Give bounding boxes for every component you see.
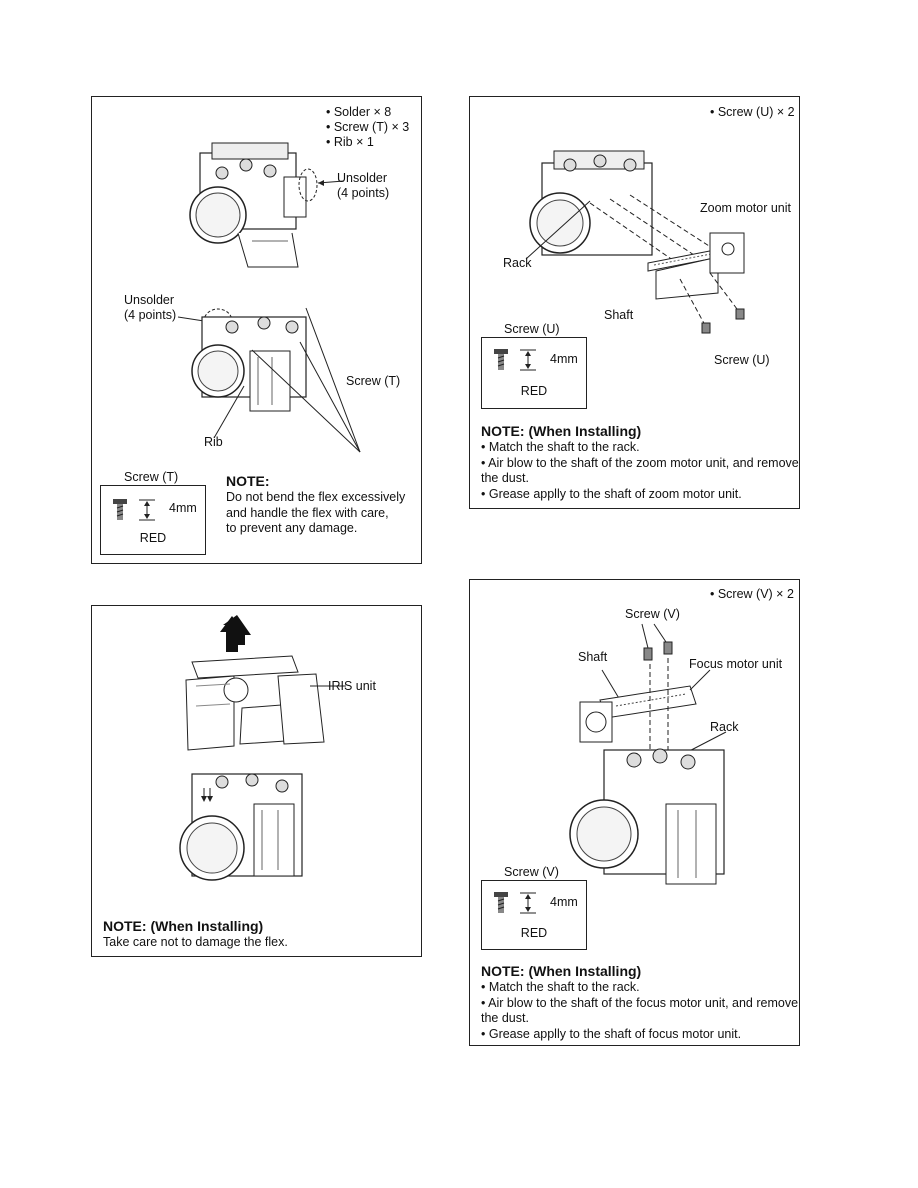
screw-length: 4mm bbox=[550, 895, 578, 909]
focus-motor-illustration bbox=[569, 623, 727, 885]
iris-leader-line bbox=[310, 685, 346, 687]
screw-icon bbox=[113, 499, 155, 521]
panel-iris-unit: IRIS unit NOTE: (When Installing) Take c… bbox=[91, 605, 422, 957]
rack-arrow bbox=[525, 200, 591, 260]
note-line: • Air blow to the shaft of the focus mot… bbox=[481, 995, 799, 1010]
screw-color: RED bbox=[520, 384, 548, 398]
spec-line: • Solder × 8 bbox=[326, 105, 392, 119]
spec-line: • Screw (V) × 2 bbox=[710, 587, 794, 601]
note-heading: NOTE: bbox=[226, 473, 270, 489]
unsolder-label: (4 points) bbox=[124, 308, 177, 322]
shaft-label: Shaft bbox=[578, 650, 608, 664]
shaft-label: Shaft bbox=[604, 308, 634, 322]
unsolder-label: (4 points) bbox=[337, 186, 390, 200]
rib-label: Rib bbox=[204, 435, 223, 449]
screw-spec-box: 4mm RED bbox=[481, 337, 587, 409]
screw-color: RED bbox=[139, 531, 167, 545]
camera-block-illustration-mid bbox=[177, 308, 307, 412]
panel-unsolder-screw-t: • Solder × 8 • Screw (T) × 3 • Rib × 1 U… bbox=[91, 96, 422, 564]
screw-box-title: Screw (T) bbox=[124, 470, 179, 484]
screw-t-label: Screw (T) bbox=[346, 374, 401, 388]
note-line: Take care not to damage the flex. bbox=[103, 935, 288, 949]
note-line: • Air blow to the shaft of the zoom moto… bbox=[481, 455, 799, 470]
rib-arrow bbox=[213, 385, 245, 439]
note-line: • Grease applly to the shaft of focus mo… bbox=[481, 1026, 742, 1041]
rack-label: Rack bbox=[503, 256, 532, 270]
note-line: Do not bend the flex excessively bbox=[226, 490, 406, 504]
spec-line: • Screw (T) × 3 bbox=[326, 120, 410, 134]
note-line: • Grease applly to the shaft of zoom mot… bbox=[481, 486, 742, 501]
panel-zoom-motor: • Screw (U) × 2 Zoom motor unit Rack Sha… bbox=[469, 96, 800, 509]
note-body: Take care not to damage the flex. bbox=[103, 935, 288, 951]
spec-line: • Rib × 1 bbox=[326, 135, 374, 149]
screw-icon bbox=[494, 349, 536, 371]
camera-block-illustration-top bbox=[189, 142, 307, 268]
screw-length: 4mm bbox=[550, 352, 578, 366]
note-heading: NOTE: (When Installing) bbox=[481, 423, 642, 439]
note-body: • Match the shaft to the rack. • Air blo… bbox=[481, 440, 799, 502]
note-line: the dust. bbox=[481, 1011, 529, 1025]
zoom-motor-illustration bbox=[529, 150, 745, 334]
note-line: • Match the shaft to the rack. bbox=[481, 980, 640, 994]
note-heading: NOTE: (When Installing) bbox=[481, 963, 642, 979]
screw-u-label: Screw (U) bbox=[714, 353, 770, 367]
note-heading: NOTE: (When Installing) bbox=[103, 918, 264, 934]
unsolder-marker bbox=[298, 168, 345, 202]
screw-icon bbox=[494, 892, 536, 914]
screw-length: 4mm bbox=[169, 501, 197, 515]
camera-block-illustration-iris bbox=[179, 773, 303, 881]
screw-t-arrows bbox=[251, 307, 361, 453]
screw-spec-box: 4mm RED bbox=[481, 880, 587, 950]
note-line: to prevent any damage. bbox=[226, 521, 358, 535]
iris-unit-label: IRIS unit bbox=[328, 679, 376, 693]
screw-v-label: Screw (V) bbox=[625, 607, 680, 621]
spec-line: • Screw (U) × 2 bbox=[710, 105, 795, 119]
note-line: and handle the flex with care, bbox=[226, 505, 389, 520]
note-body: • Match the shaft to the rack. • Air blo… bbox=[481, 980, 798, 1042]
screw-color: RED bbox=[520, 926, 548, 940]
focus-motor-label: Focus motor unit bbox=[689, 657, 783, 671]
iris-unit-illustration bbox=[185, 615, 325, 751]
unsolder-label: Unsolder bbox=[337, 171, 388, 185]
zoom-motor-label: Zoom motor unit bbox=[700, 201, 792, 215]
screw-spec-box: 4mm RED bbox=[100, 485, 206, 555]
rack-label: Rack bbox=[710, 720, 739, 734]
unsolder-label: Unsolder bbox=[124, 293, 175, 307]
screw-box-title: Screw (V) bbox=[504, 865, 559, 879]
note-line: the dust. bbox=[481, 471, 529, 485]
note-body: Do not bend the flex excessively and han… bbox=[226, 490, 405, 537]
screw-box-title: Screw (U) bbox=[504, 322, 560, 336]
note-line: • Match the shaft to the rack. bbox=[481, 440, 640, 454]
panel-focus-motor: • Screw (V) × 2 Screw (V) Shaft Focus mo… bbox=[469, 579, 800, 1046]
